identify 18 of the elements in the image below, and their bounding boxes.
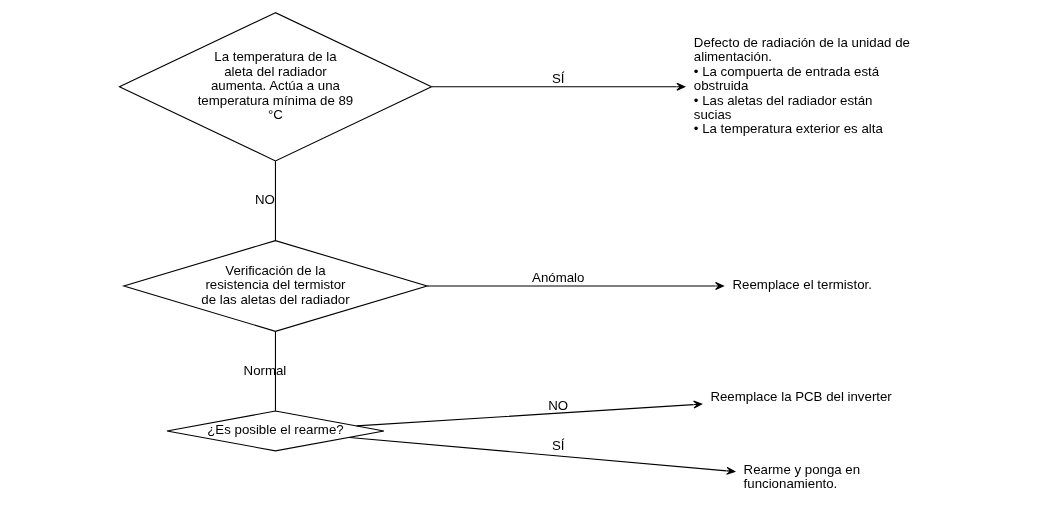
node-text: Reemplace la PCB del inverter [710,389,892,405]
connector [274,331,277,412]
edge-label: Anómalo [532,270,585,286]
arrow [356,400,703,427]
connector [274,160,277,241]
arrow [431,82,686,91]
node-text: Defecto de radiación de la unidad de alimentación. • La compuerta de entrada está obstruida • Las aletas del radiador están sucias • La temperatura exterior es alta [693,35,910,137]
arrow [426,281,724,291]
node-diamond: La temperatura de la aleta del radiador aumenta. Actúa a una temperatura mínima de 89 °C [118,12,433,162]
edge-label: SÍ [551,438,565,454]
node-diamond: ¿Es posible el rearme? [166,410,385,452]
edge-label: NO [548,397,569,413]
edge-label: SÍ [551,71,565,87]
edge-label: NO [255,192,275,208]
node-text: Rearme y ponga en funcionamiento. [743,461,861,492]
node-diamond: Verificación de la resistencia del termistor de las aletas del radiador [121,240,430,332]
arrow [348,436,736,475]
node-text: Reemplace el termistor. [732,277,872,293]
